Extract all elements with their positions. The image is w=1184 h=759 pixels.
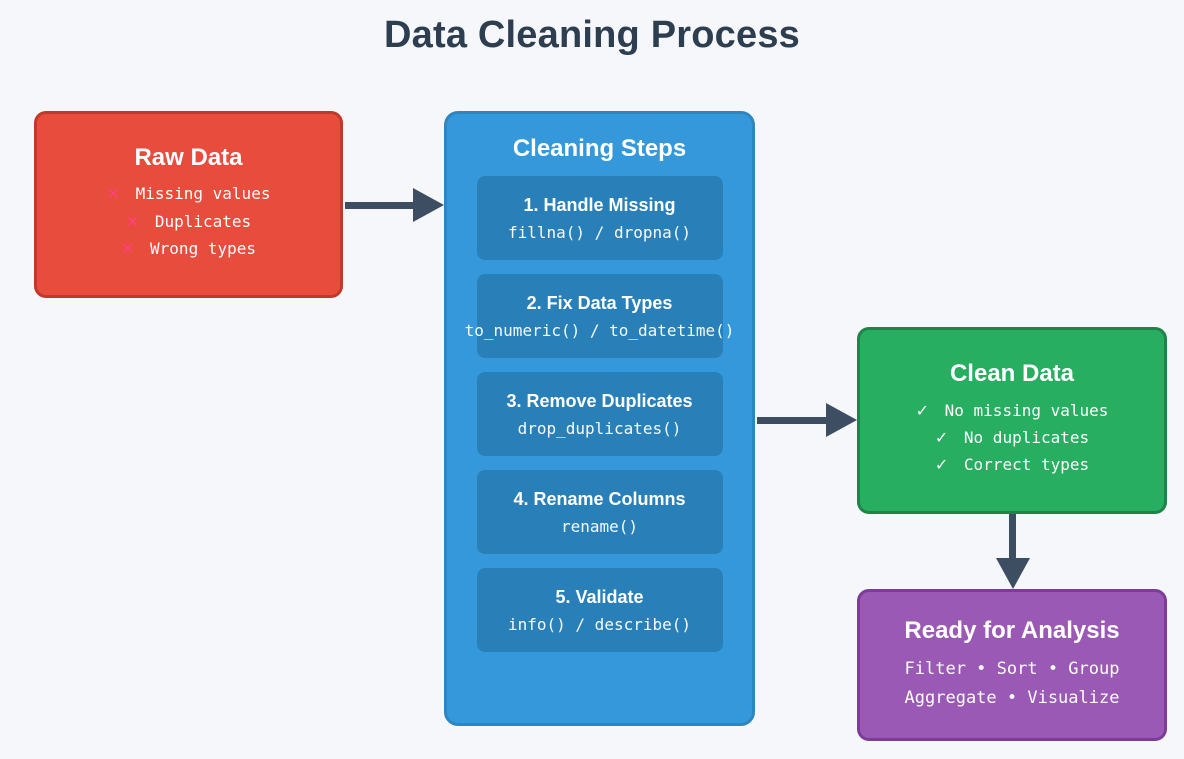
clean-data-item: ✓ Correct types — [935, 453, 1089, 476]
cross-icon: ✕ — [106, 184, 120, 204]
step-code: fillna() / dropna() — [507, 222, 692, 242]
clean-data-title: Clean Data — [949, 359, 1075, 387]
cleaning-steps-title: Cleaning Steps — [512, 135, 687, 162]
step-card: 4. Rename Columns rename() — [476, 470, 723, 555]
step-code: to_numeric() / to_datetime() — [464, 320, 735, 340]
step-title: 3. Remove Duplicates — [506, 390, 693, 411]
page-title: Data Cleaning Process — [383, 14, 801, 56]
raw-data-item: ✕ Duplicates — [126, 210, 251, 233]
arrow-shaft — [757, 417, 830, 424]
raw-data-title: Raw Data — [134, 144, 243, 172]
step-code: rename() — [560, 516, 639, 536]
ready-analysis-title: Ready for Analysis — [904, 616, 1120, 644]
raw-data-item-label: Missing values — [135, 184, 271, 204]
ready-analysis-item-list: Filter • Sort • Group Aggregate • Visual… — [905, 657, 1120, 710]
arrow-raw-to-cleaning-steps — [345, 188, 444, 224]
step-title: 4. Rename Columns — [513, 488, 686, 509]
raw-data-item-list: ✕ Missing values ✕ Duplicates ✕ Wrong ty… — [107, 182, 271, 260]
arrow-head-right-icon — [413, 188, 444, 222]
check-icon: ✓ — [934, 455, 949, 475]
cross-icon: ✕ — [120, 238, 135, 258]
arrow-head-down-icon — [996, 558, 1030, 589]
clean-data-item: ✓ No duplicates — [935, 426, 1089, 449]
raw-data-item: ✕ Wrong types — [121, 237, 256, 260]
check-icon: ✓ — [915, 400, 929, 420]
node-cleaning-steps: Cleaning Steps 1. Handle Missing fillna(… — [444, 111, 755, 726]
node-ready-for-analysis: Ready for Analysis Filter • Sort • Group… — [857, 589, 1167, 741]
node-clean-data: Clean Data ✓ No missing values ✓ No dupl… — [857, 327, 1167, 514]
step-card: 5. Validate info() / describe() — [476, 568, 723, 653]
arrow-shaft — [345, 202, 417, 209]
raw-data-item: ✕ Missing values — [107, 182, 271, 205]
clean-data-item-label: No duplicates — [963, 428, 1090, 448]
step-code: info() / describe() — [507, 614, 692, 634]
clean-data-item-list: ✓ No missing values ✓ No duplicates ✓ Co… — [916, 399, 1109, 477]
step-card: 1. Handle Missing fillna() / dropna() — [476, 176, 723, 261]
clean-data-item: ✓ No missing values — [916, 399, 1109, 422]
step-title: 1. Handle Missing — [523, 194, 676, 215]
arrow-cleaning-steps-to-clean-data — [757, 403, 858, 439]
check-icon: ✓ — [934, 428, 949, 448]
arrow-shaft — [1009, 514, 1016, 560]
node-raw-data: Raw Data ✕ Missing values ✕ Duplicates ✕… — [34, 111, 343, 298]
step-title: 2. Fix Data Types — [526, 292, 673, 313]
raw-data-item-label: Duplicates — [154, 211, 252, 231]
raw-data-item-label: Wrong types — [150, 238, 256, 258]
cleaning-steps-list: 1. Handle Missing fillna() / dropna() 2.… — [447, 176, 752, 653]
step-card: 3. Remove Duplicates drop_duplicates() — [476, 372, 723, 457]
clean-data-item-label: No missing values — [944, 400, 1109, 420]
arrow-clean-data-to-ready-analysis — [995, 514, 1031, 590]
arrow-head-right-icon — [826, 403, 857, 437]
step-card: 2. Fix Data Types to_numeric() / to_date… — [465, 274, 734, 359]
ready-analysis-line: Filter • Sort • Group — [904, 659, 1120, 680]
cross-icon: ✕ — [125, 211, 140, 231]
step-code: drop_duplicates() — [517, 418, 682, 438]
ready-analysis-line: Aggregate • Visualize — [904, 687, 1120, 708]
step-title: 5. Validate — [555, 586, 644, 607]
clean-data-item-label: Correct types — [963, 455, 1090, 475]
